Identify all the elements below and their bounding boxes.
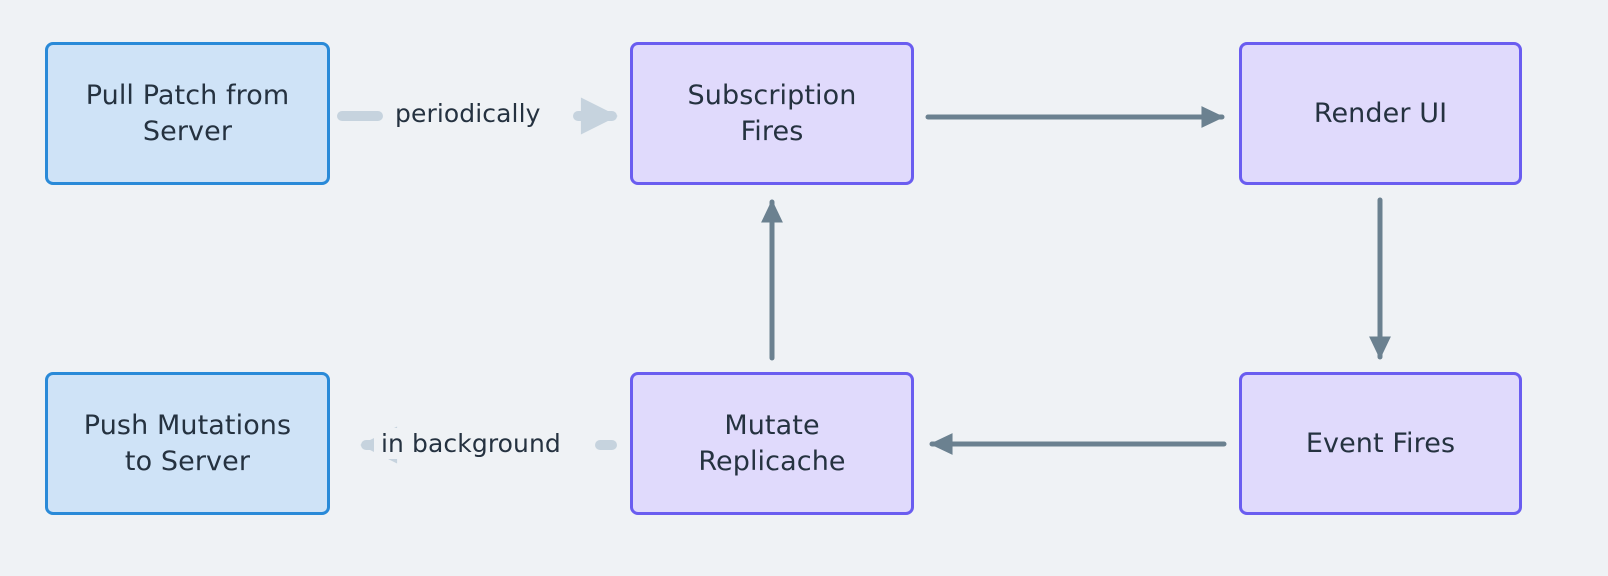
node-label: Event Fires: [1305, 427, 1456, 459]
node-pull-patch-from-server[interactable]: Pull Patch from Server: [45, 42, 330, 185]
node-push-mutations-to-server[interactable]: Push Mutations to Server: [45, 372, 330, 515]
node-event-fires[interactable]: Event Fires: [1239, 372, 1522, 515]
edge-label-in-background: in background: [374, 428, 568, 459]
node-subscription-fires[interactable]: Subscription Fires: [630, 42, 914, 185]
node-render-ui[interactable]: Render UI: [1239, 42, 1522, 185]
node-label: Pull Patch from Server: [85, 79, 290, 147]
node-label: Mutate Replicache: [698, 409, 846, 477]
node-mutate-replicache[interactable]: Mutate Replicache: [630, 372, 914, 515]
edge-label-periodically: periodically: [388, 98, 548, 129]
node-label: Push Mutations to Server: [83, 409, 292, 477]
node-label: Render UI: [1313, 97, 1448, 129]
node-label: Subscription Fires: [687, 79, 857, 147]
